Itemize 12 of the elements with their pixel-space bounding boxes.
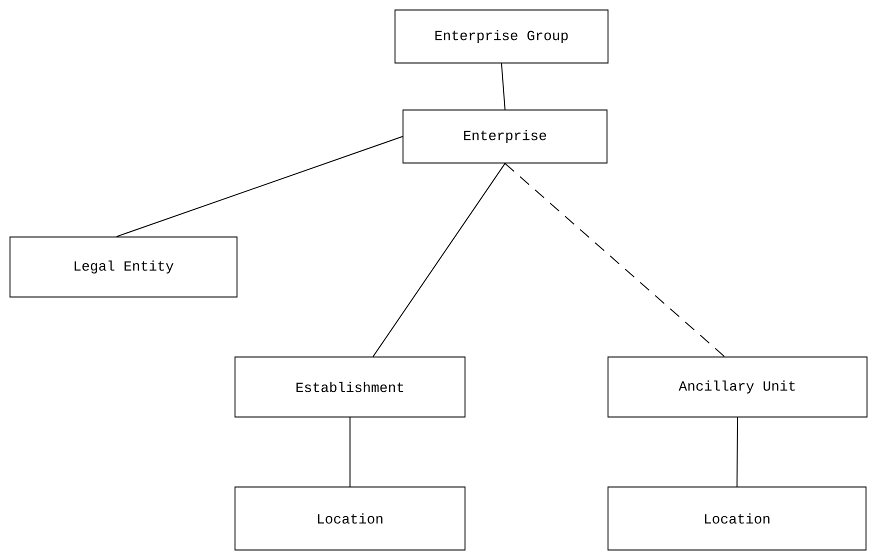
connector-line (736, 416, 738, 488)
connector-line (116, 136, 404, 238)
entity-box: Enterprise Group (394, 10, 608, 64)
entity-box: Enterprise (402, 110, 608, 164)
entity-box: Establishment (234, 356, 466, 418)
entity-box: Legal Entity (10, 236, 238, 298)
entity-box: Ancillary Unit (608, 356, 868, 418)
entity-box: Location (608, 486, 866, 550)
connector-line (372, 162, 506, 358)
connector-line (501, 62, 506, 110)
entity-box: Location (234, 486, 466, 550)
connector-line (504, 162, 726, 358)
